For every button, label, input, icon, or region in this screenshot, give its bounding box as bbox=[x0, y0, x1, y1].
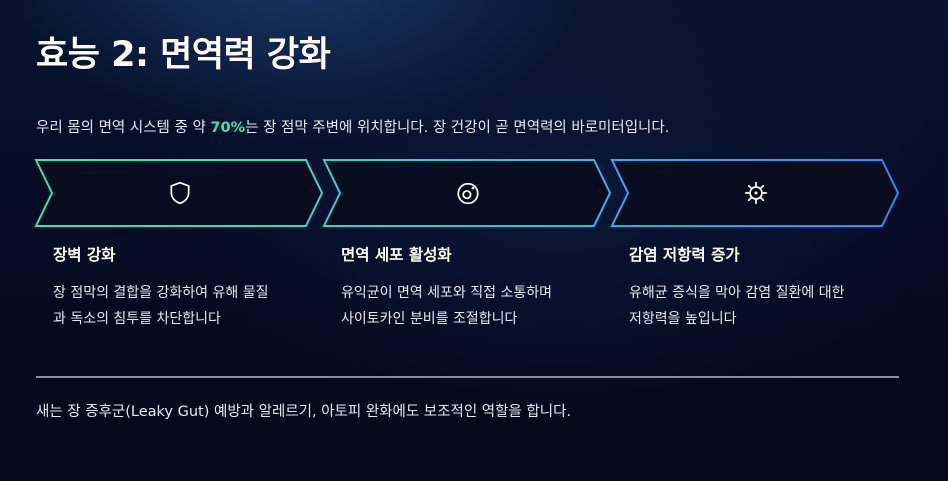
cell-icon bbox=[457, 182, 479, 205]
footer-note: 새는 장 증후군(Leaky Gut) 예방과 알레르기, 아토피 완화에도 보… bbox=[36, 404, 572, 420]
step-description-line: 과 독소의 침투를 차단합니다 bbox=[53, 311, 221, 327]
intro-highlight-percent: 70% bbox=[210, 120, 246, 136]
intro-text: 우리 몸의 면역 시스템 중 약 70%는 장 점막 주변에 위치합니다. 장 … bbox=[36, 117, 669, 139]
step-2-chevron bbox=[322, 159, 612, 227]
step-title: 장벽 강화 bbox=[53, 246, 116, 264]
page-title: 효능 2: 면역력 강화 bbox=[36, 35, 331, 75]
step-1-chevron bbox=[34, 159, 324, 227]
process-steps bbox=[34, 158, 904, 230]
intro-text-end: 는 장 점막 주변에 위치합니다. 장 건강이 곧 면역력의 바로미터입니다. bbox=[245, 120, 670, 136]
step-description-line: 장 점막의 결합을 강화하여 유해 물질 bbox=[53, 285, 269, 301]
step-description-line: 사이토카인 분비를 조절합니다 bbox=[341, 311, 518, 327]
step-description-line: 유해균 증식을 막아 감염 질환에 대한 bbox=[629, 285, 845, 301]
step-description-line: 유익균이 면역 세포와 직접 소통하며 bbox=[341, 285, 552, 301]
shield-icon bbox=[170, 181, 190, 205]
step-title: 면역 세포 활성화 bbox=[341, 246, 452, 264]
step-title: 감염 저항력 증가 bbox=[629, 246, 740, 264]
intro-text-start: 우리 몸의 면역 시스템 중 약 bbox=[36, 120, 211, 136]
step-description-line: 저항력을 높입니다 bbox=[629, 311, 737, 327]
divider bbox=[36, 376, 899, 378]
virus-icon bbox=[744, 181, 768, 205]
